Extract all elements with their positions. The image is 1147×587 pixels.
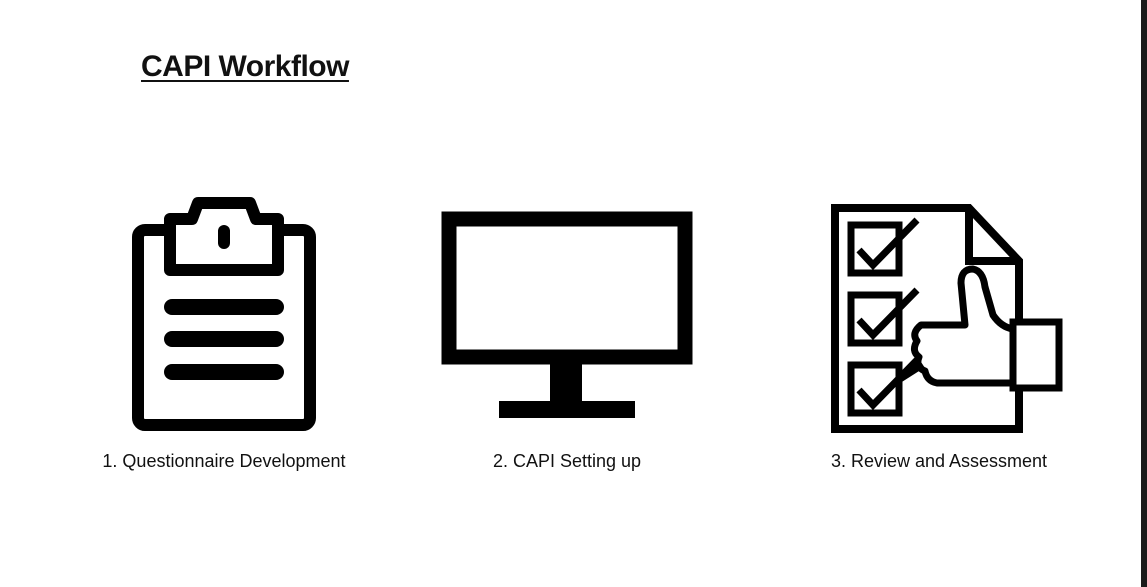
clipboard-icon (132, 197, 316, 431)
right-edge-border (1141, 0, 1147, 587)
step-label: 3. Review and Assessment (830, 451, 1048, 471)
page-title: CAPI Workflow (141, 50, 349, 83)
step-label: 1. Questionnaire Development (102, 451, 346, 471)
step-label: 2. CAPI Setting up (492, 451, 642, 471)
workflow-step-questionnaire: 1. Questionnaire Development (74, 195, 374, 485)
workflow-step-capi-setup: 2. CAPI Setting up (417, 195, 717, 485)
checklist-thumbs-up-icon (831, 204, 1063, 433)
workflow-step-review: 3. Review and Assessment (789, 195, 1089, 485)
monitor-icon (441, 211, 693, 418)
